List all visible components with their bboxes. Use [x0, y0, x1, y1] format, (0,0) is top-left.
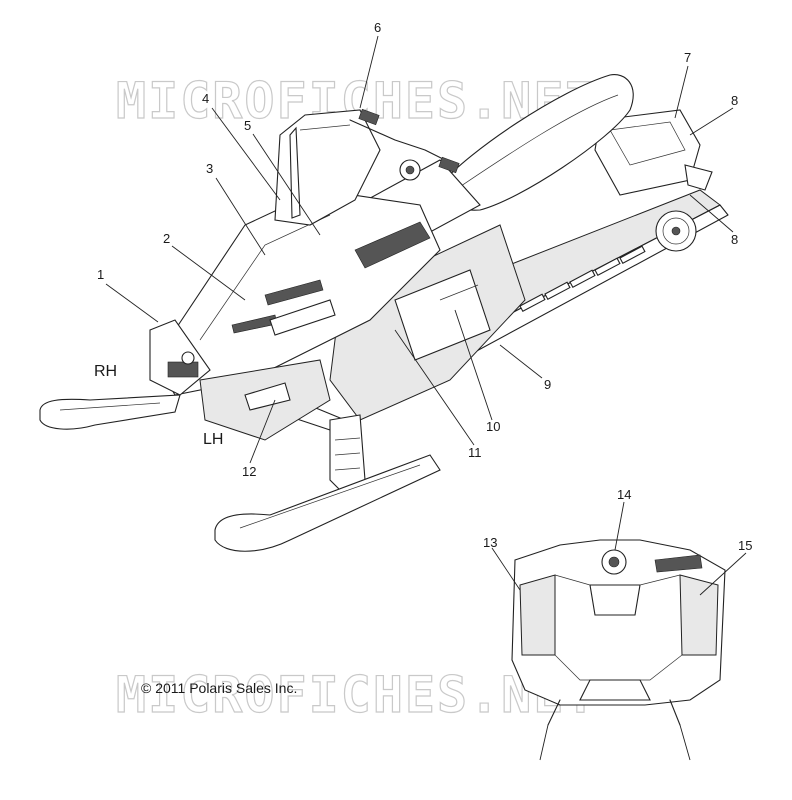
decal-panel-2 — [269, 299, 336, 336]
callout-2: 2 — [163, 231, 170, 246]
inset-center-panel — [589, 584, 641, 616]
headlight — [167, 361, 199, 378]
snowmobile-main-view — [39, 74, 729, 552]
leader-lines — [105, 35, 747, 761]
inset-headlight — [579, 679, 651, 701]
inset-top-view — [511, 539, 726, 726]
mesh-vent — [354, 221, 431, 269]
callout-8-lower: 8 — [731, 232, 738, 247]
decal-panel-10 — [394, 269, 491, 361]
inset-vent — [654, 554, 703, 573]
hood-vent-upper — [264, 279, 324, 306]
decal-panel-13 — [519, 574, 556, 656]
ski-lh — [214, 454, 441, 552]
callout-1: 1 — [97, 267, 104, 282]
callout-13: 13 — [483, 535, 497, 550]
label-rh: RH — [94, 363, 117, 380]
callouts: 1 2 3 4 5 6 7 8 8 9 10 11 12 13 14 15 — [97, 20, 752, 553]
windshield — [274, 109, 381, 226]
callout-14: 14 — [617, 487, 631, 502]
callout-8-upper: 8 — [731, 93, 738, 108]
handlebar — [349, 119, 456, 166]
watermark-bottom: MICROFICHES.NET — [116, 666, 598, 724]
callout-7: 7 — [684, 50, 691, 65]
callout-11: 11 — [468, 445, 482, 460]
copyright-text: © 2011 Polaris Sales Inc. — [141, 680, 297, 696]
rear-flap — [684, 164, 713, 191]
seat — [437, 74, 634, 211]
running-board-slots — [519, 245, 646, 313]
callout-3: 3 — [206, 161, 213, 176]
callout-9: 9 — [544, 377, 551, 392]
ski-rh — [39, 394, 181, 430]
callout-4: 4 — [202, 91, 209, 106]
decal-panel-15 — [679, 574, 719, 656]
callout-12: 12 — [242, 464, 256, 479]
callout-6: 6 — [374, 20, 381, 35]
callout-10: 10 — [486, 419, 500, 434]
inset-body — [511, 539, 726, 706]
label-lh: LH — [203, 431, 223, 448]
callout-15: 15 — [738, 538, 752, 553]
callout-5: 5 — [244, 118, 251, 133]
